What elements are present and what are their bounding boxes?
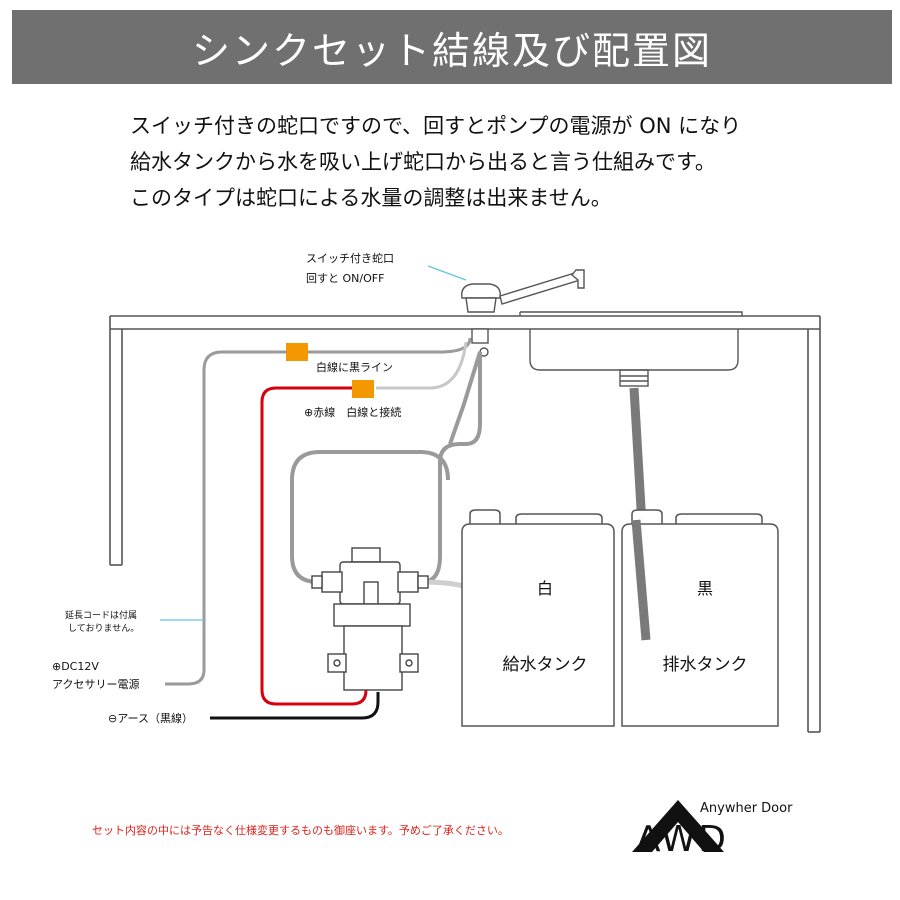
white-wire-branch	[376, 341, 468, 390]
description-line-2: 給水タンクから水を吸い上げ蛇口から出ると言う仕組みです。	[130, 150, 716, 174]
logo-tagline: Anywher Door	[700, 801, 793, 816]
red-wire-connector	[352, 380, 374, 398]
faucet-label-line-1: スイッチ付き蛇口	[306, 251, 394, 265]
awd-logo: Anywher Door AWD	[632, 800, 793, 860]
ext-cord-label-line-1: 延長コードは付属	[65, 609, 137, 621]
counter	[109, 315, 821, 733]
logo-text: AWD	[636, 819, 728, 860]
white-wire-connector	[286, 343, 308, 361]
white-wire	[165, 337, 472, 686]
drain-tank-name: 排水タンク	[663, 655, 748, 675]
drain-tank-color-label: 黒	[697, 579, 713, 598]
supply-tank-color-label: 白	[537, 579, 553, 598]
sink-basin	[519, 311, 743, 387]
water-hose-faucet	[448, 351, 482, 445]
supply-tank-name: 給水タンク	[503, 655, 588, 675]
white-wire-label: 白線に黒ライン	[316, 360, 393, 374]
earth-label: ⊖アース（黒線）	[108, 711, 193, 725]
pump-loop-hose	[290, 450, 450, 584]
supply-tank	[461, 509, 615, 727]
page-title: シンクセット結線及び配置図	[191, 28, 712, 73]
earth-wire	[210, 692, 380, 720]
title-bar: シンクセット結線及び配置図	[12, 10, 892, 84]
pump	[311, 547, 429, 691]
footer-note: セット内容の中には予告なく仕様変更するものも御座います。予めご了承ください。	[92, 824, 509, 837]
description-line-1: スイッチ付きの蛇口ですので、回すとポンプの電源が ON になり	[130, 114, 742, 138]
description: スイッチ付きの蛇口ですので、回すとポンプの電源が ON になり 給水タンクから水…	[130, 108, 850, 216]
dc-label-line-2: アクセサリー電源	[52, 677, 139, 691]
water-hose-upper	[421, 352, 482, 584]
drain-tank	[621, 509, 779, 727]
red-wire	[260, 386, 368, 706]
dc-label-line-1: ⊕DC12V	[52, 660, 99, 673]
faucet-label-line-2: 回すと ON/OFF	[306, 272, 384, 285]
faucet-callout	[427, 265, 467, 281]
logo-triangle-mark	[632, 800, 724, 852]
faucet	[461, 269, 585, 357]
ext-cord-label-line-2: しておりません。	[68, 623, 139, 634]
red-wire-label: ⊕赤線 白線と接続	[304, 405, 401, 419]
description-line-3: このタイプは蛇口による水量の調整は出来ません。	[130, 186, 612, 210]
drain-hose-inside	[631, 519, 651, 641]
